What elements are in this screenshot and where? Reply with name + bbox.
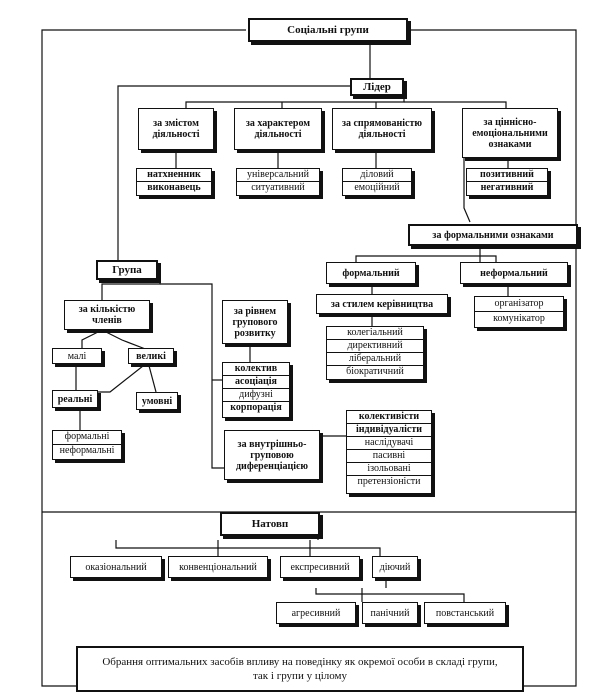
list-item: колегіальний bbox=[327, 327, 423, 340]
list-item: неформальні bbox=[59, 445, 115, 456]
list-item: діловий bbox=[343, 169, 411, 182]
group-diff-types: колективісти індивідуалісти наслідувачі … bbox=[346, 410, 432, 494]
leader-informal-label: неформальний bbox=[460, 262, 568, 284]
list-item: директивний bbox=[327, 340, 423, 353]
crowd-panic: панічний bbox=[362, 602, 418, 624]
leader-criterion-character: за характером діяльності bbox=[234, 108, 322, 150]
crowd-aggressive: агресивний bbox=[276, 602, 356, 624]
group-large: великі bbox=[128, 348, 174, 364]
list-item: позитивний bbox=[467, 169, 547, 182]
list-item: ліберальний bbox=[327, 353, 423, 366]
list-item: корпорація bbox=[230, 402, 282, 413]
group-level-criterion: за рівнем групового розвитку bbox=[222, 300, 288, 344]
list-item: біократичний bbox=[346, 366, 404, 377]
list-item: виконавець bbox=[147, 182, 201, 193]
leader-formal-label: формальний bbox=[326, 262, 416, 284]
crowd-occasional: оказіональний bbox=[70, 556, 162, 578]
leader-types-values: позитивний негативний bbox=[466, 168, 548, 196]
list-item: натхненник bbox=[137, 169, 211, 182]
group-diff-criterion: за внутрішньо- груповою диференціацією bbox=[224, 430, 320, 480]
list-item: комунікатор bbox=[493, 313, 545, 324]
list-item: асоціація bbox=[223, 376, 289, 389]
list-item: емоційний bbox=[354, 182, 400, 193]
leader-criterion-direction: за спрямованістю діяльності bbox=[332, 108, 432, 150]
root-title: Соціальні групи bbox=[248, 18, 408, 42]
group-real: реальні bbox=[52, 390, 98, 408]
list-item: індивідуалісти bbox=[347, 424, 431, 437]
list-item: претензіоністи bbox=[357, 476, 421, 487]
list-item: формальні bbox=[53, 431, 121, 445]
list-item: негативний bbox=[480, 182, 534, 193]
group-level-types: колектив асоціація дифузні корпорація bbox=[222, 362, 290, 418]
list-item: колектив bbox=[223, 363, 289, 376]
crowd-rebellious: повстанський bbox=[424, 602, 506, 624]
list-item: організатор bbox=[475, 297, 563, 312]
list-item: ізольовані bbox=[347, 463, 431, 476]
leader-title: Лідер bbox=[350, 78, 404, 96]
leader-types-content: натхненник виконавець bbox=[136, 168, 212, 196]
leader-informal-types: організатор комунікатор bbox=[474, 296, 564, 328]
leader-types-character: універсальний ситуативний bbox=[236, 168, 320, 196]
crowd-title: Натовп bbox=[220, 512, 320, 536]
group-real-types: формальні неформальні bbox=[52, 430, 122, 460]
list-item: ситуативний bbox=[251, 182, 305, 193]
crowd-expressive: експресивний bbox=[280, 556, 360, 578]
leader-formal-criterion: за формальними ознаками bbox=[408, 224, 578, 246]
group-conditional: умовні bbox=[136, 392, 178, 410]
leader-style-types: колегіальний директивний ліберальний біо… bbox=[326, 326, 424, 380]
group-size-criterion: за кількістю членів bbox=[64, 300, 150, 330]
list-item: наслідувачі bbox=[347, 437, 431, 450]
list-item: колективісти bbox=[347, 411, 431, 424]
leader-criterion-content: за змістом діяльності bbox=[138, 108, 214, 150]
group-title: Група bbox=[96, 260, 158, 280]
footer-conclusion: Обрання оптимальних засобів впливу на по… bbox=[76, 646, 524, 692]
group-small: малі bbox=[52, 348, 102, 364]
crowd-conventional: конвенціональний bbox=[168, 556, 268, 578]
leader-style-label: за стилем керівництва bbox=[316, 294, 448, 314]
list-item: універсальний bbox=[237, 169, 319, 182]
list-item: дифузні bbox=[223, 389, 289, 402]
leader-criterion-values: за ціннісно- емоціональними ознаками bbox=[462, 108, 558, 158]
list-item: пасивні bbox=[347, 450, 431, 463]
crowd-acting: діючий bbox=[372, 556, 418, 578]
leader-types-direction: діловий емоційний bbox=[342, 168, 412, 196]
